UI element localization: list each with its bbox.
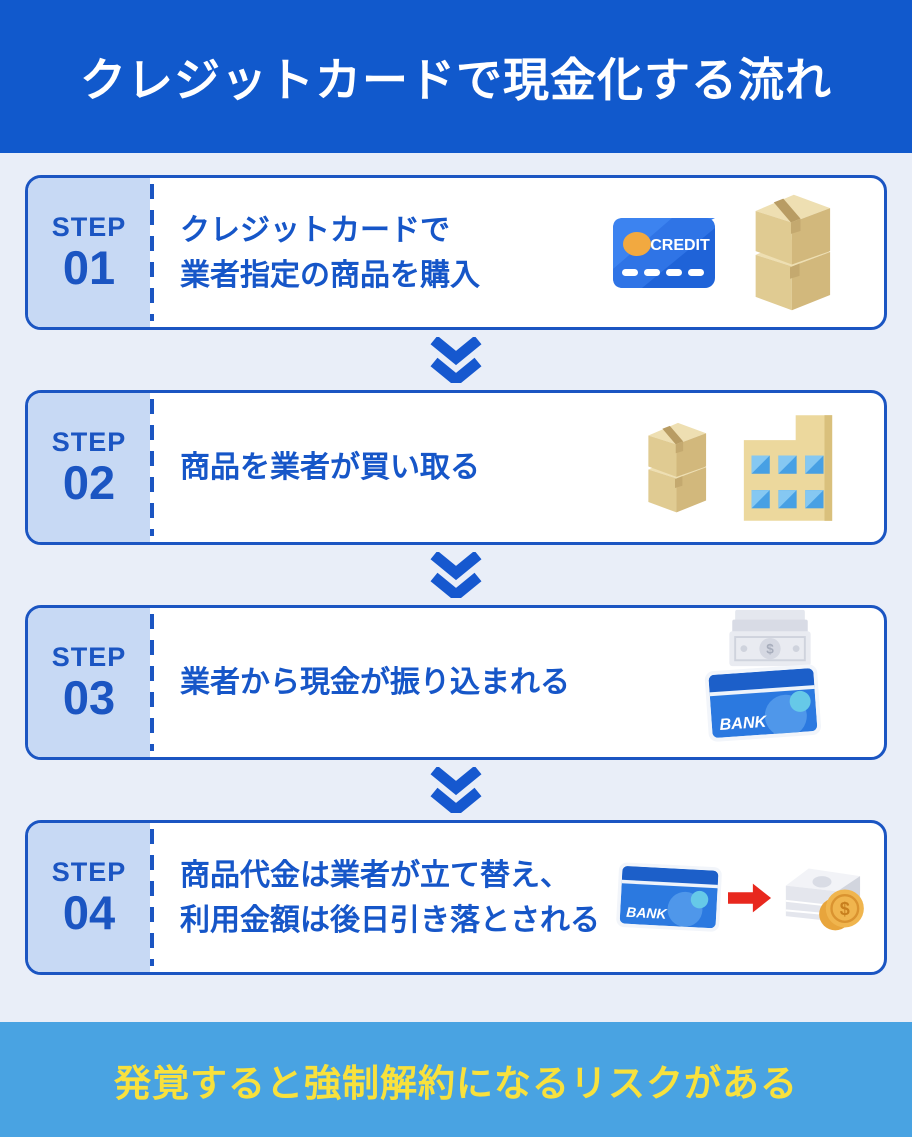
warning-banner: 発覚すると強制解約になるリスクがある [0,1022,912,1137]
double-down-chevron-icon [430,552,482,598]
step-label-04: STEP 04 [28,823,150,972]
bank-card-label: BANK [719,713,768,734]
step-label-02: STEP 02 [28,393,150,542]
package-boxes-icon [755,194,831,310]
step-description-line: クレジットカードで [180,213,450,247]
page-title: クレジットカードで現金化する流れ [80,53,832,106]
step-card-04: STEP 04 商品代金は業者が立て替え、 利用金額は後日引き落とされる [25,820,887,975]
step-word: STEP [51,211,127,242]
step-label-03: STEP 03 [28,608,150,757]
flow-connector [25,330,887,390]
step-description-line: 業者指定の商品を購入 [180,258,480,292]
step-icons-01: CREDIT [612,178,838,327]
step-label-01: STEP 01 [28,178,150,327]
step-number: 02 [62,455,116,509]
dollar-sign: $ [766,641,774,656]
credit-card-icon: CREDIT [613,217,715,288]
step-number: 04 [62,885,116,939]
step-description-03: 業者から現金が振り込まれる [154,608,700,757]
dashed-divider [150,829,154,966]
red-arrow-icon [728,883,772,912]
step-description-line: 商品を業者が買い取る [180,451,480,484]
flow-connector [25,760,887,820]
bank-card-icon: BANK [704,664,821,742]
step-icons-02 [638,393,836,542]
credit-card-label: CREDIT [650,237,710,254]
buyer-building-icon [743,414,833,521]
package-boxes-icon [648,422,707,512]
box-top [755,194,831,264]
step-word: STEP [51,856,127,887]
step-icons-04: BANK $ [614,823,868,972]
step-description-04: 商品代金は業者が立て替え、 利用金額は後日引き落とされる [154,823,614,972]
step-number: 01 [62,240,116,294]
steps-flow: STEP 01 クレジットカードで 業者指定の商品を購入 CREDIT [0,153,912,1022]
step-word: STEP [51,426,127,457]
dashed-divider [150,184,154,321]
dashed-divider [150,614,154,751]
warning-text: 発覚すると強制解約になるリスクがある [114,1062,798,1104]
step-card-03: STEP 03 業者から現金が振り込まれる $ [25,605,887,760]
flow-connector [25,545,887,605]
step-word: STEP [51,641,127,672]
cash-and-coins-icon: $ [785,868,864,930]
step-icons-03: $ BANK [700,608,826,757]
step-card-02: STEP 02 商品を業者が買い取る [25,390,887,545]
step-description-01: クレジットカードで 業者指定の商品を購入 [154,178,612,327]
header-banner: クレジットカードで現金化する流れ [0,0,912,153]
bank-card-icon: BANK [616,862,722,932]
step-card-01: STEP 01 クレジットカードで 業者指定の商品を購入 CREDIT [25,175,887,330]
gold-coins: $ [819,888,864,930]
double-down-chevron-icon [430,767,482,813]
step-number: 03 [62,670,116,724]
dollar-sign: $ [840,899,850,919]
building-windows [751,455,824,508]
dashed-divider [150,399,154,536]
step-description-line: 業者から現金が振り込まれる [180,666,570,699]
step-description-line: 商品代金は業者が立て替え、 [180,858,570,892]
cash-banknote-icon: $ [729,609,811,667]
step-description-line: 利用金額は後日引き落とされる [180,903,600,937]
step-description-02: 商品を業者が買い取る [154,393,638,542]
bank-card-label: BANK [626,903,668,921]
double-down-chevron-icon [430,337,482,383]
